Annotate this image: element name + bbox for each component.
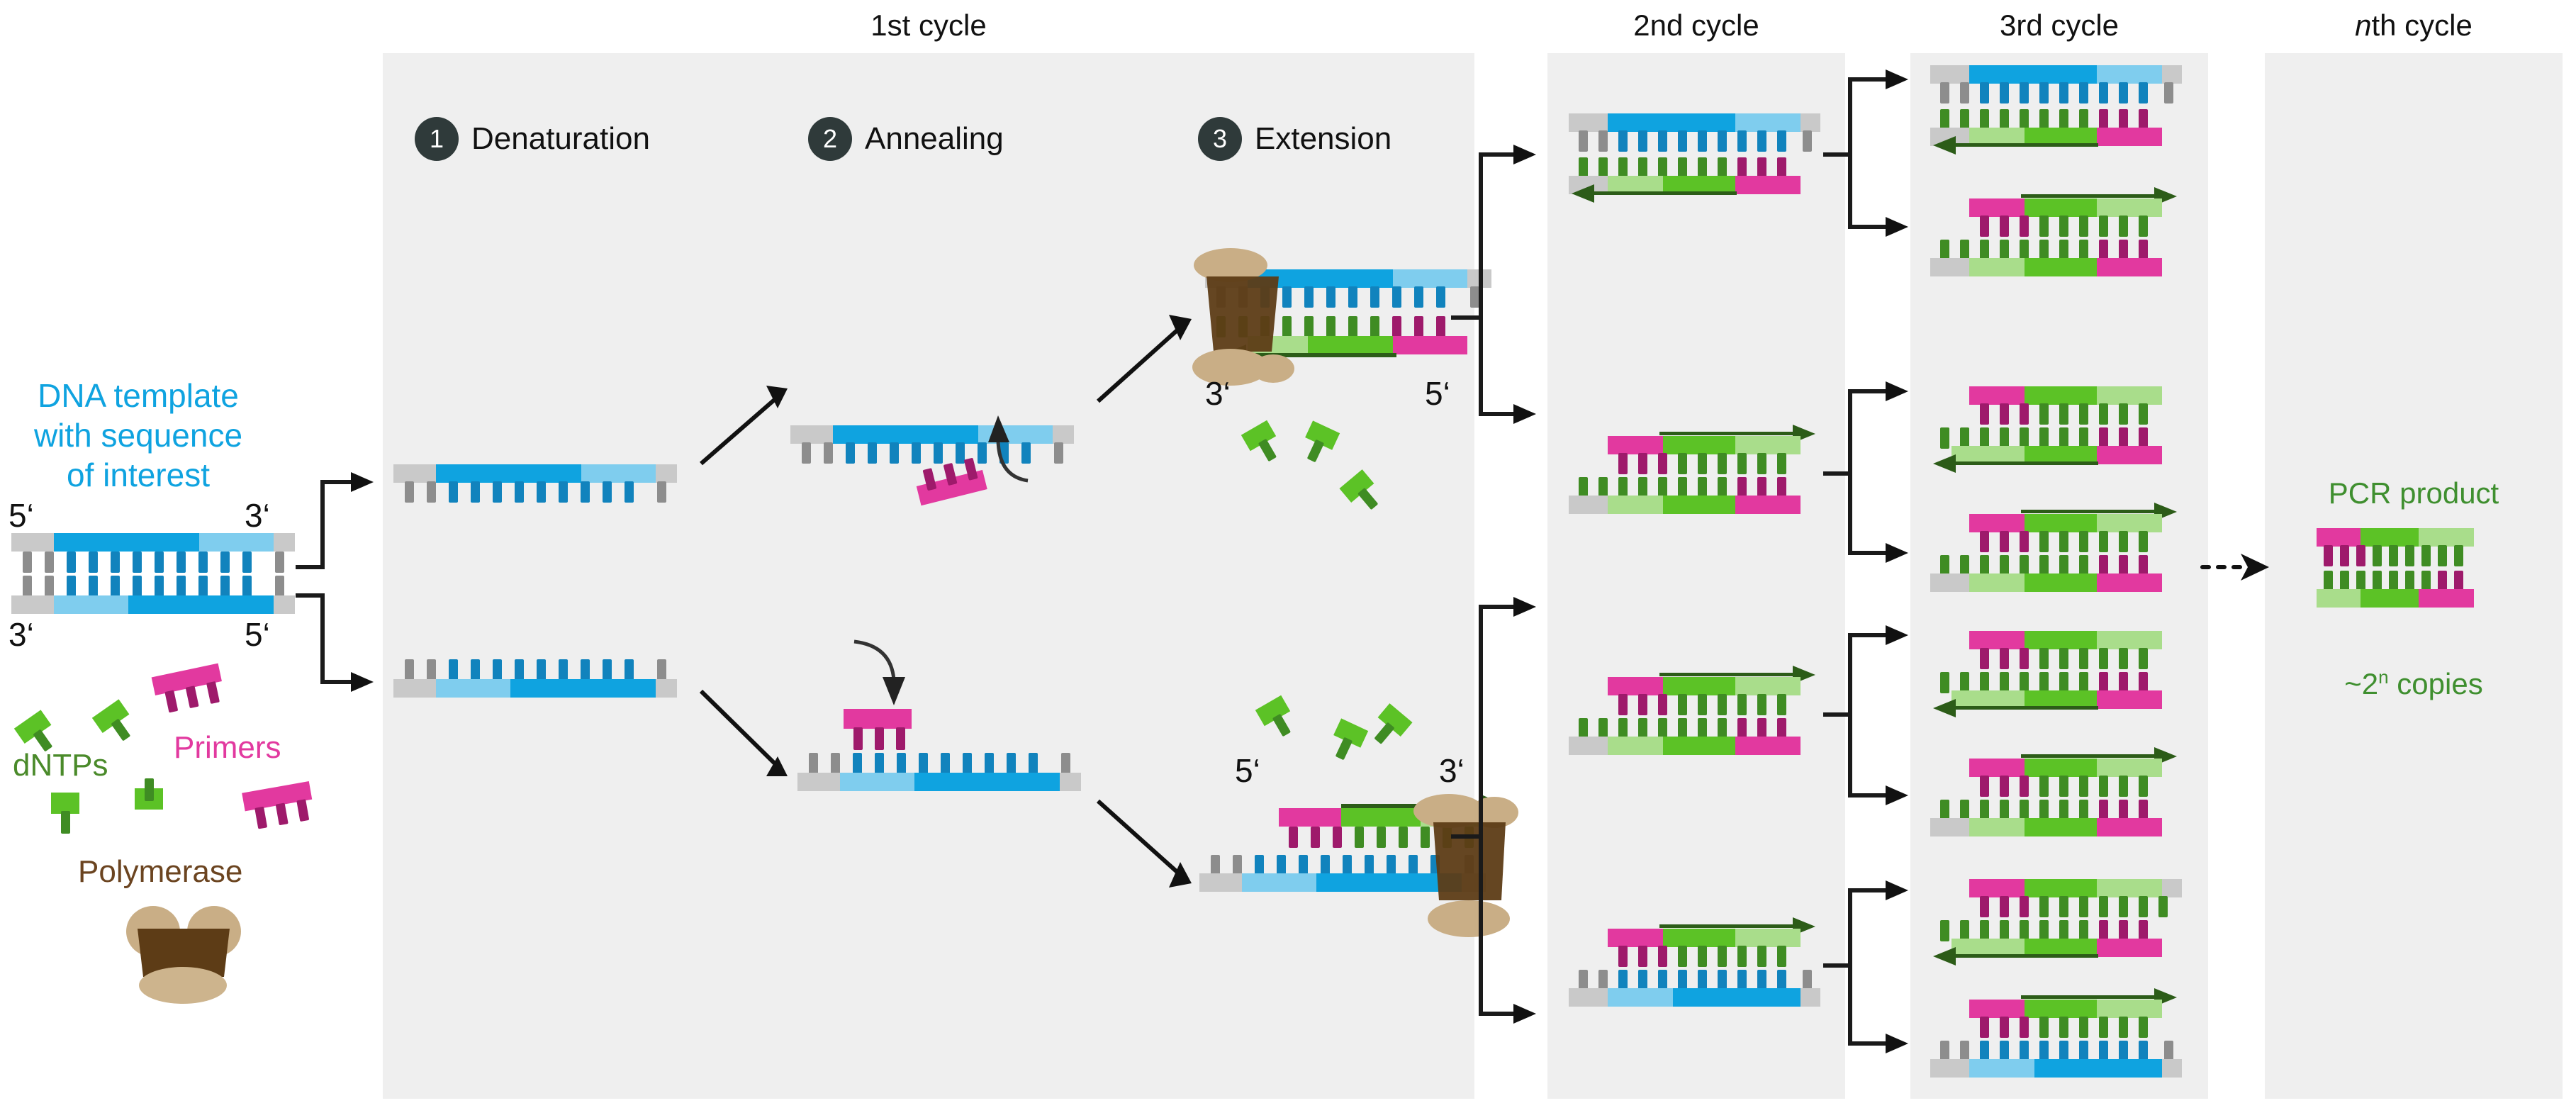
legend-primer-shape-2 — [242, 781, 315, 829]
template-label-line2: with sequence — [33, 417, 243, 454]
nth-rest: th cycle — [2371, 9, 2473, 42]
legend-label-primers: Primers — [174, 730, 281, 765]
legend-label-dntps: dNTPs — [13, 748, 108, 783]
cycle2-arrow-1 — [1572, 184, 1594, 203]
bracket-cycle2-to-cycle3 — [1823, 69, 1908, 1053]
extension-upper-prime-3: 3‘ — [1205, 375, 1231, 412]
step-label-denaturation: Denaturation — [471, 121, 650, 156]
cycle3-duplex-8 — [1930, 988, 2193, 1078]
extension-lower-prime-3: 3‘ — [1439, 752, 1465, 789]
anneal-strand-bottom — [797, 753, 1088, 795]
denat-strand-bottom — [393, 659, 684, 702]
template-label-line1: DNA template — [38, 377, 239, 414]
split-bracket-arrows — [296, 472, 374, 692]
template-prime-3-bottom-left: 3‘ — [9, 616, 34, 653]
step-extension: 3 Extension — [1198, 117, 1391, 161]
cycle3-arrow-3 — [1933, 454, 1956, 473]
bracket-cycle1-to-cycle2 — [1451, 145, 1536, 1024]
denat-strand-top — [393, 464, 684, 507]
arrow-anneal-to-ext-bottom — [1096, 799, 1192, 888]
step-label-annealing: Annealing — [865, 121, 1004, 156]
cycle3-arrow-7 — [1933, 947, 1956, 966]
cycle2-duplex-3 — [1569, 666, 1831, 755]
panel-title-cycle3: 3rd cycle — [1999, 9, 2119, 42]
panel-title-cyclen: nth cycle — [2258, 9, 2570, 43]
arrow-denat-to-anneal-top — [700, 386, 788, 466]
copies-exponent: n — [2378, 666, 2389, 688]
pcr-product-title: PCR product — [2328, 476, 2499, 510]
polymerase-icon-extension-upper — [1192, 248, 1294, 386]
template-label-line3: of interest — [67, 457, 210, 494]
polymerase-icon-legend — [126, 906, 241, 1004]
copies-suffix: copies — [2388, 667, 2483, 700]
template-duplex — [11, 533, 295, 614]
pcr-copies-label: ~2n copies — [2275, 666, 2552, 701]
panel-title-cycle2: 2nd cycle — [1633, 9, 1759, 42]
anneal-primer-bottom — [844, 709, 912, 750]
cycle3-duplex-3 — [1930, 379, 2193, 473]
nth-italic: n — [2355, 9, 2372, 42]
step-number-1: 1 — [415, 117, 459, 161]
template-prime-5-top-left: 5‘ — [9, 497, 34, 534]
cycle3-duplex-2 — [1930, 187, 2193, 276]
step-label-extension: Extension — [1255, 121, 1392, 156]
cycle2-duplex-4 — [1569, 917, 1831, 1007]
legend-label-polymerase: Polymerase — [78, 854, 243, 889]
template-prime-5-bottom-right: 5‘ — [245, 616, 270, 653]
cycle3-duplex-1 — [1930, 65, 2193, 155]
dna-template-label: DNA template with sequence of interest — [7, 376, 269, 495]
step-number-2: 2 — [808, 117, 852, 161]
step-denaturation: 1 Denaturation — [415, 117, 650, 161]
extension-lower-prime-5: 5‘ — [1235, 752, 1260, 789]
cycle3-duplex-5 — [1930, 624, 2193, 717]
panel-title-cycle1: 1st cycle — [870, 9, 987, 42]
arrow-anneal-to-ext-top — [1096, 315, 1192, 403]
legend-dntp-4 — [135, 778, 163, 825]
cycle3-arrow-1 — [1933, 136, 1956, 155]
cycle3-duplex-7 — [1930, 872, 2193, 966]
legend-dntp-2 — [91, 699, 139, 746]
cycle3-duplex-4 — [1930, 503, 2193, 592]
anneal-strand-top — [790, 425, 1081, 468]
step-annealing: 2 Annealing — [808, 117, 1004, 161]
arrow-primer-anneal-top — [988, 415, 1029, 483]
panel-cycle1 — [383, 53, 1474, 1099]
cycle2-duplex-2 — [1569, 425, 1831, 514]
cycle3-duplex-6 — [1930, 747, 2193, 836]
legend-primer-shape-1 — [151, 663, 226, 714]
step-number-3: 3 — [1198, 117, 1242, 161]
arrow-primer-anneal-bottom — [853, 639, 905, 705]
dotted-arrow-to-nth-cycle — [2200, 554, 2269, 581]
cycle3-arrow-5 — [1933, 699, 1956, 717]
copies-prefix: ~2 — [2344, 667, 2379, 700]
cycle2-duplex-1 — [1569, 113, 1831, 203]
extension-upper-prime-5: 5‘ — [1425, 375, 1450, 412]
arrow-denat-to-anneal-bottom — [699, 689, 788, 776]
legend-dntp-3 — [51, 793, 79, 834]
template-prime-3-top-right: 3‘ — [245, 497, 270, 534]
pcr-product-duplex — [2317, 528, 2522, 610]
